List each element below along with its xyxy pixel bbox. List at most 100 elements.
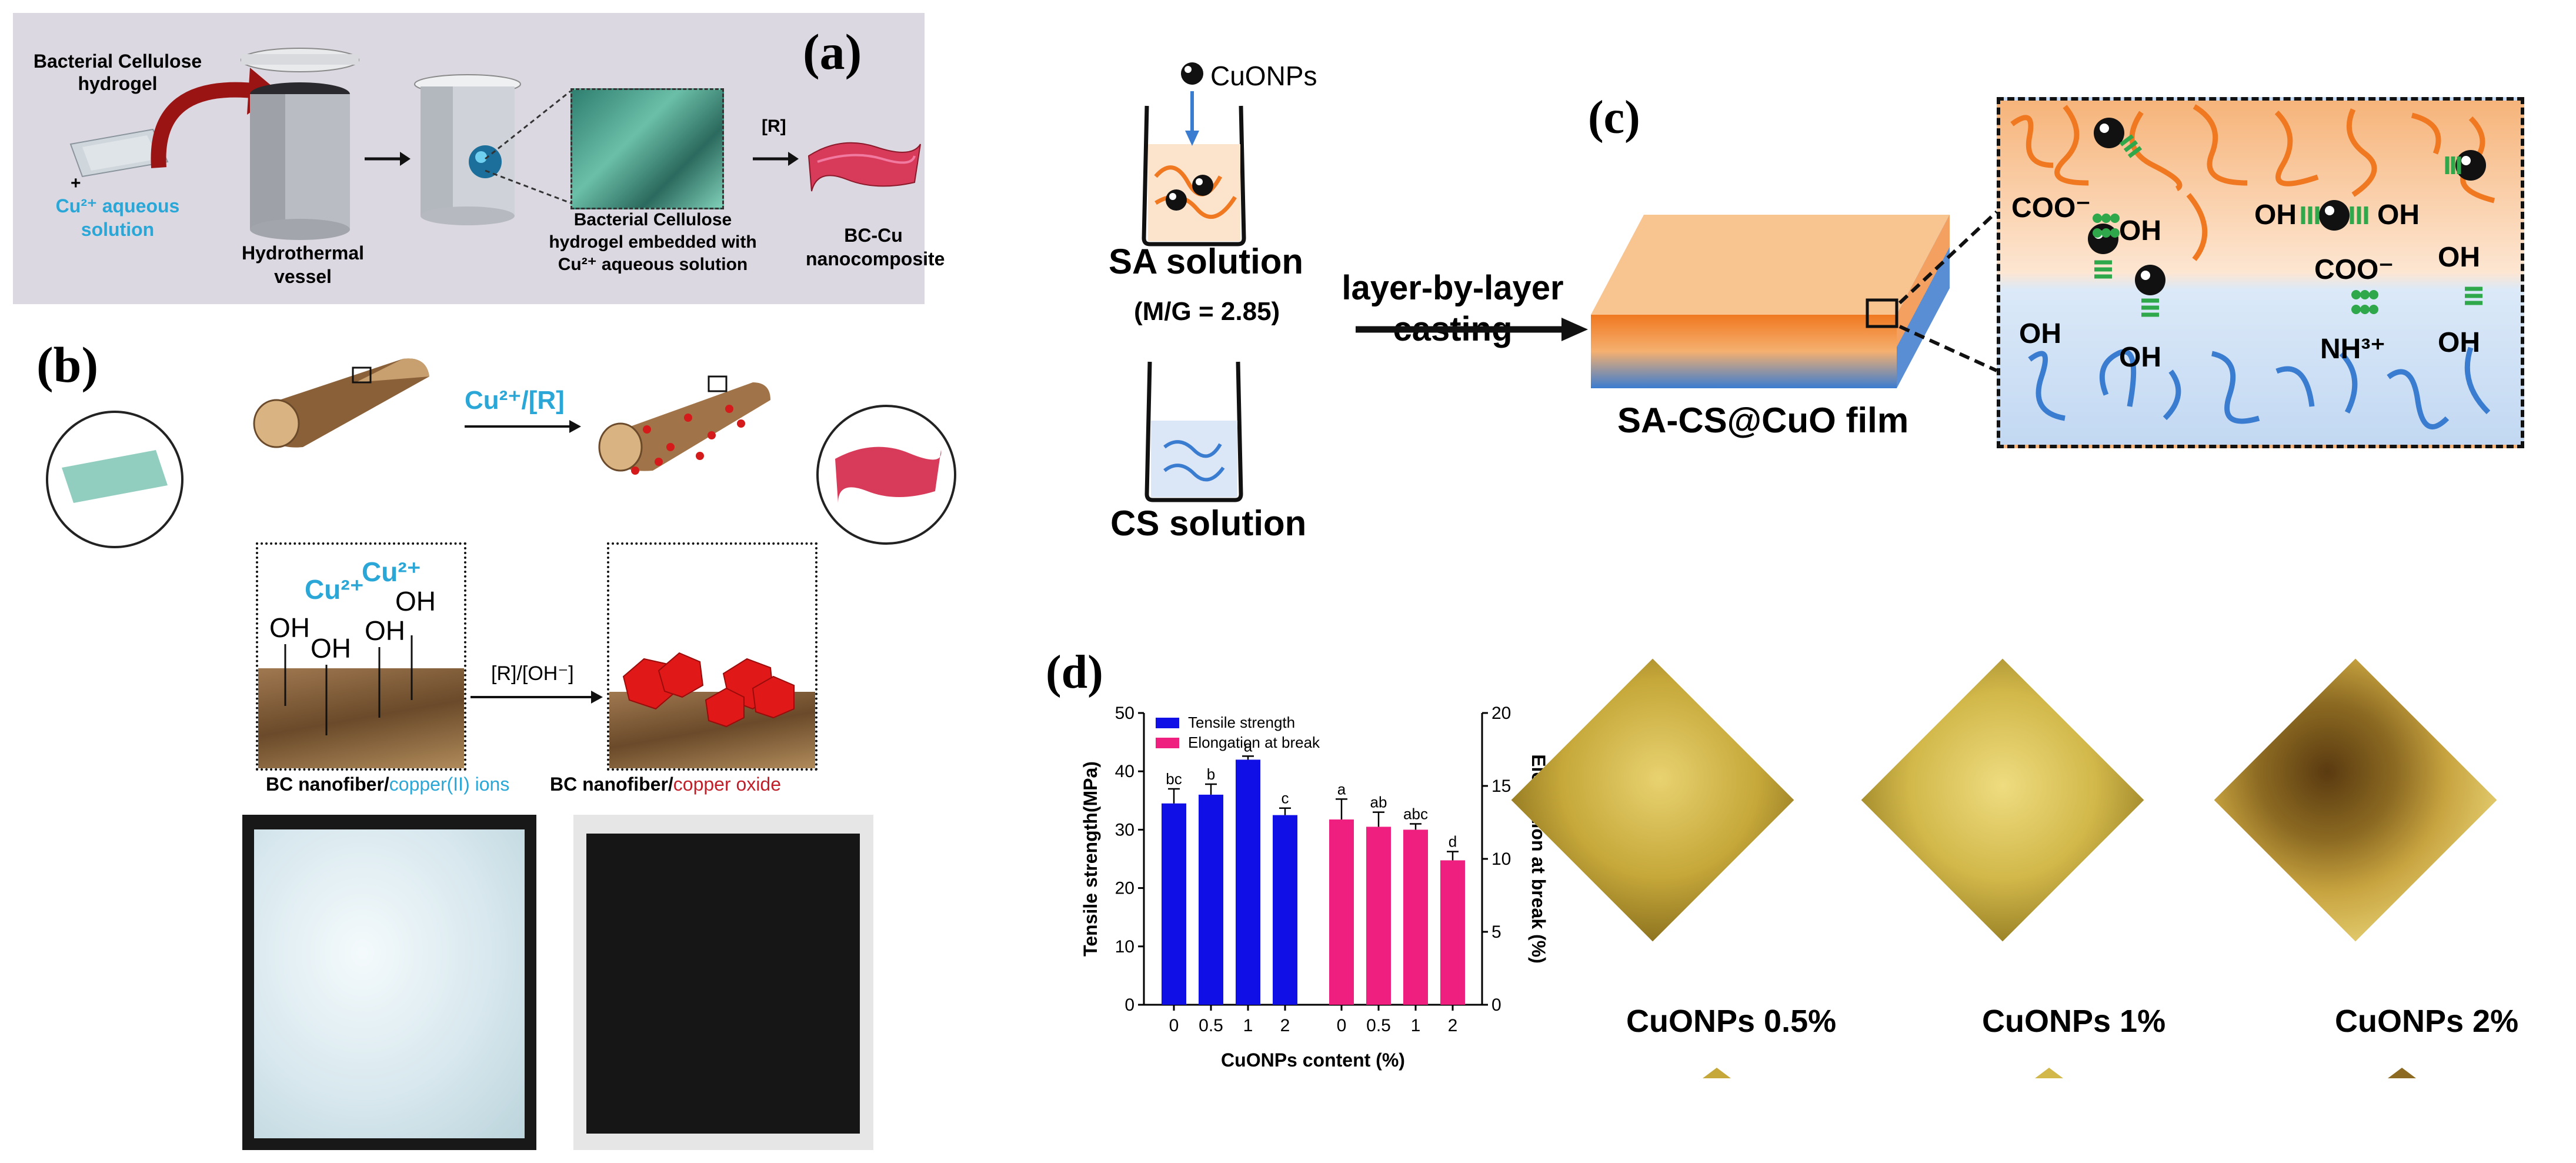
reduction-arrow-icon	[753, 152, 799, 166]
bc-copper-ions-zoom	[256, 542, 466, 771]
significance-letter: b	[1207, 765, 1215, 783]
hydrogel-circle-image	[46, 411, 183, 548]
bc-hydrogel-line1: Bacterial Cellulose	[33, 51, 202, 72]
cs-solution-label: CS solution	[1110, 504, 1307, 543]
copper-ions-text: copper(II) ions	[389, 774, 510, 795]
bar	[1273, 815, 1297, 1005]
panel-c-label: (c)	[1588, 92, 1640, 144]
sa-cs-film-image	[1591, 215, 1950, 388]
bar	[1440, 860, 1465, 1005]
y-tick-label-left: 10	[1115, 937, 1134, 957]
oh-group-4: OH	[395, 586, 436, 617]
bc-hydrogel-sheet-image	[69, 128, 169, 178]
film-label: SA-CS@CuO film	[1617, 401, 1909, 440]
coo-group-1: COO⁻	[2011, 192, 2091, 224]
vessel-label: Hydrothermal vessel	[226, 241, 379, 288]
cu-r-arrow-icon	[465, 420, 581, 433]
oh-group-c6: OH	[2438, 242, 2480, 273]
cu-aqueous-line2: solution	[81, 219, 155, 240]
arrow-icon	[365, 152, 411, 166]
y-tick-label-right: 20	[1491, 704, 1511, 723]
r-arrow-label: [R]	[762, 116, 786, 136]
bc-copper-oxide-caption: BC nanofiber/copper oxide	[550, 774, 781, 795]
panel-b-label: (b)	[36, 336, 99, 393]
r-oh-arrow-icon	[471, 691, 603, 704]
hydrothermal-vessel-image	[241, 48, 359, 240]
cu-aqueous-line1: Cu²⁺ aqueous	[55, 195, 180, 216]
significance-letter: c	[1282, 789, 1289, 807]
bar-chart: 0102030405005101520bc0b0.5a1c2a0ab0.5abc…	[1080, 704, 1549, 1071]
x-axis-title: CuONPs content (%)	[1221, 1049, 1405, 1071]
bc-cu-circle-image	[816, 405, 956, 545]
bc-hydrogel-line2: hydrogel	[78, 73, 158, 94]
afm-label-1: CuONPs 1%	[1982, 1004, 2166, 1039]
legend-label: Elongation at break	[1188, 734, 1320, 751]
y-tick-label-right: 15	[1491, 777, 1511, 796]
x-tick-label: 1	[1243, 1016, 1253, 1035]
nh3-group: NH³⁺	[2320, 334, 2385, 365]
panel-d-label: (d)	[1046, 647, 1103, 698]
significance-letter: d	[1449, 833, 1457, 851]
zoom-lines	[485, 90, 571, 204]
afm-label-2: CuONPs 2%	[2335, 1004, 2519, 1039]
cu-decorated-fiber-image	[598, 375, 770, 475]
copper-oxide-text: copper oxide	[673, 774, 782, 795]
embedded-line1: Bacterial Cellulose	[573, 210, 732, 229]
embedded-label: Bacterial Cellulose hydrogel embedded wi…	[529, 209, 776, 276]
interface-zoom-box	[1997, 97, 2524, 448]
significance-letter: bc	[1166, 770, 1182, 788]
afm-bottom-1	[1703, 1068, 1731, 1078]
bc-hydrogel-label: Bacterial Cellulose hydrogel	[21, 50, 215, 95]
significance-letter: a	[1337, 780, 1346, 798]
bc-cu-line2: nanocomposite	[806, 248, 945, 269]
sa-beaker-image	[1142, 91, 1246, 246]
afm-image-1	[1861, 658, 2144, 942]
x-tick-label: 2	[1280, 1016, 1290, 1035]
bc-cuo-photo	[573, 815, 873, 1150]
oh-group-c2: OH	[2119, 215, 2161, 246]
y-tick-label-left: 20	[1115, 879, 1134, 898]
bar	[1366, 827, 1391, 1005]
y-tick-label-left: 50	[1115, 704, 1134, 723]
x-tick-label: 2	[1448, 1016, 1458, 1035]
panel-a-label: (a)	[803, 24, 862, 80]
legend-label: Tensile strength	[1188, 714, 1295, 731]
embedded-hydrogel-micrograph	[570, 88, 724, 209]
significance-letter: a	[1244, 737, 1253, 755]
oh-group-c5: OH	[2377, 199, 2420, 231]
y-tick-label-right: 5	[1491, 922, 1501, 942]
nanofiber-surface	[258, 668, 464, 768]
cuonp-sphere-icon	[1181, 62, 1203, 85]
oh-group-1: OH	[269, 612, 310, 643]
x-tick-label: 0	[1169, 1016, 1179, 1035]
sealed-vessel-image	[414, 74, 521, 225]
cu-aqueous-label: Cu²⁺ aqueous solution	[35, 194, 200, 241]
coo-group-2: COO⁻	[2314, 254, 2394, 285]
afm-image-2	[2214, 658, 2497, 942]
r-oh-label: [R]/[OH⁻]	[491, 662, 574, 685]
embedded-line2: hydrogel embedded with	[549, 232, 757, 252]
plus-sign: +	[71, 174, 81, 193]
afm-bottom-3	[2388, 1068, 2416, 1078]
cu-ion-label-1: Cu²⁺	[305, 574, 364, 605]
y-tick-label-left: 30	[1115, 820, 1134, 839]
cu-r-label: Cu²⁺/[R]	[465, 386, 565, 415]
oh-group-2: OH	[311, 633, 351, 664]
significance-letter: abc	[1403, 805, 1428, 822]
x-tick-label: 1	[1411, 1016, 1421, 1035]
vessel-line2: vessel	[274, 266, 332, 287]
bc-nanofiber-text: BC nanofiber/	[266, 774, 389, 795]
embedded-line3: Cu²⁺ aqueous solution	[558, 255, 748, 274]
bar	[1236, 759, 1260, 1005]
lbl-line1: layer-by-layer	[1342, 269, 1564, 307]
casting-arrow-icon	[1356, 318, 1588, 341]
copper-oxide-crystals-image	[622, 652, 795, 728]
significance-letter: ab	[1370, 794, 1387, 811]
film-zoom-lines	[1898, 210, 1998, 372]
bc-cu-line1: BC-Cu	[844, 225, 903, 246]
bar	[1162, 803, 1186, 1005]
x-tick-label: 0.5	[1199, 1016, 1223, 1035]
oh-group-3: OH	[365, 615, 405, 646]
bc-nanofiber-log-image	[253, 358, 429, 448]
x-tick-label: 0.5	[1366, 1016, 1391, 1035]
